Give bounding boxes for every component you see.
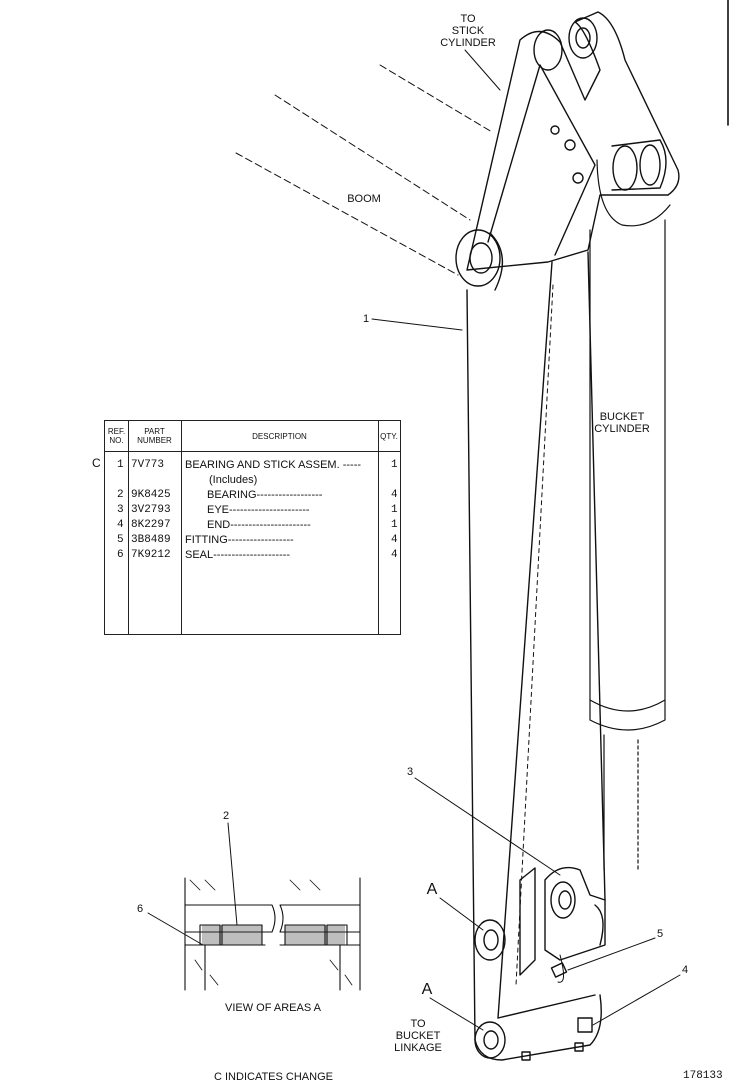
cell-description: FITTING------------------ (185, 534, 294, 546)
boom-phantom-lines (235, 64, 493, 276)
label-to-stick-cylinder: TO STICK CYLINDER (438, 13, 498, 49)
table-row: 5 3B8489 FITTING------------------ 4 (105, 534, 400, 549)
header-ref-no: REF. NO. (105, 421, 128, 451)
header-text: REF. (107, 427, 126, 436)
header-text: PART (144, 427, 165, 436)
label-line: STICK (451, 25, 485, 37)
cell-ref: 4 (117, 519, 124, 531)
cell-description: EYE---------------------- (207, 504, 310, 516)
header-text: NUMBER (137, 436, 172, 445)
header-text: NO. (109, 436, 124, 445)
cell-qty: 4 (391, 534, 398, 546)
leader-lines (147, 49, 681, 1031)
label-line: LINKAGE (394, 1042, 442, 1054)
cell-part-number: 8K2297 (131, 519, 171, 531)
label-line: TO (410, 1018, 426, 1030)
table-row: 4 8K2297 END---------------------- 1 (105, 519, 400, 534)
cell-part-number: 7V773 (131, 459, 165, 471)
ref-callout-6: 6 (136, 903, 144, 915)
label-area-a-upper: A (426, 881, 438, 898)
cell-description: END---------------------- (207, 519, 311, 531)
cell-qty: 1 (391, 504, 398, 516)
bucket-cylinder (589, 159, 671, 871)
ref-callout-5: 5 (656, 928, 664, 940)
header-part-number: PART NUMBER (128, 421, 181, 451)
cell-ref: 5 (117, 534, 124, 546)
cell-part-number: 9K8425 (131, 489, 171, 501)
ref-callout-3: 3 (406, 766, 414, 778)
label-line: BUCKET (599, 411, 645, 423)
label-bucket-cylinder: BUCKET CYLINDER (592, 411, 652, 435)
column-separator (181, 421, 182, 634)
cell-ref: 1 (117, 459, 124, 471)
label-area-a-lower: A (421, 981, 433, 998)
ref-callout-2: 2 (222, 810, 230, 822)
cell-description: SEAL--------------------- (185, 549, 291, 561)
header-description: DESCRIPTION (252, 431, 307, 441)
parts-table-header: REF. NO. PART NUMBER DESCRIPTION QTY. (105, 421, 400, 452)
table-row: 2 9K8425 BEARING------------------ 4 (105, 489, 400, 504)
label-view-of-areas-a: VIEW OF AREAS A (225, 1002, 321, 1014)
label-line: TO (460, 13, 476, 25)
label-line: CYLINDER (594, 423, 650, 435)
view-of-areas-a-detail (184, 877, 361, 991)
label-to-bucket-linkage: TO BUCKET LINKAGE (388, 1018, 448, 1054)
cell-qty: 4 (391, 549, 398, 561)
cell-description: (Includes) (209, 474, 258, 486)
change-mark: C (92, 456, 101, 470)
column-separator (378, 421, 379, 634)
table-row: 3 3V2793 EYE---------------------- 1 (105, 504, 400, 519)
ref-callout-1: 1 (362, 313, 370, 325)
table-row: 6 7K9212 SEAL--------------------- 4 (105, 549, 400, 564)
label-line: CYLINDER (440, 37, 496, 49)
cell-qty: 1 (391, 519, 398, 531)
cell-ref: 3 (117, 504, 124, 516)
column-separator (128, 421, 129, 634)
cell-part-number: 7K9212 (131, 549, 171, 561)
cell-description: BEARING AND STICK ASSEM. ----- (185, 459, 362, 471)
cell-ref: 6 (117, 549, 124, 561)
change-note: C INDICATES CHANGE (214, 1071, 333, 1083)
stick-body (455, 11, 680, 1061)
drawing-number: 178133 (683, 1070, 723, 1082)
cell-qty: 4 (391, 489, 398, 501)
cell-description: BEARING------------------ (207, 489, 323, 501)
label-line: BUCKET (395, 1030, 441, 1042)
table-row: 1 7V773 BEARING AND STICK ASSEM. ----- 1 (105, 459, 400, 474)
cell-part-number: 3V2793 (131, 504, 171, 516)
cell-ref: 2 (117, 489, 124, 501)
label-boom: BOOM (347, 193, 381, 205)
ref-callout-4: 4 (681, 964, 689, 976)
cell-part-number: 3B8489 (131, 534, 171, 546)
cell-qty: 1 (391, 459, 398, 471)
header-qty: QTY. (380, 431, 398, 441)
table-row: (Includes) (105, 474, 400, 489)
